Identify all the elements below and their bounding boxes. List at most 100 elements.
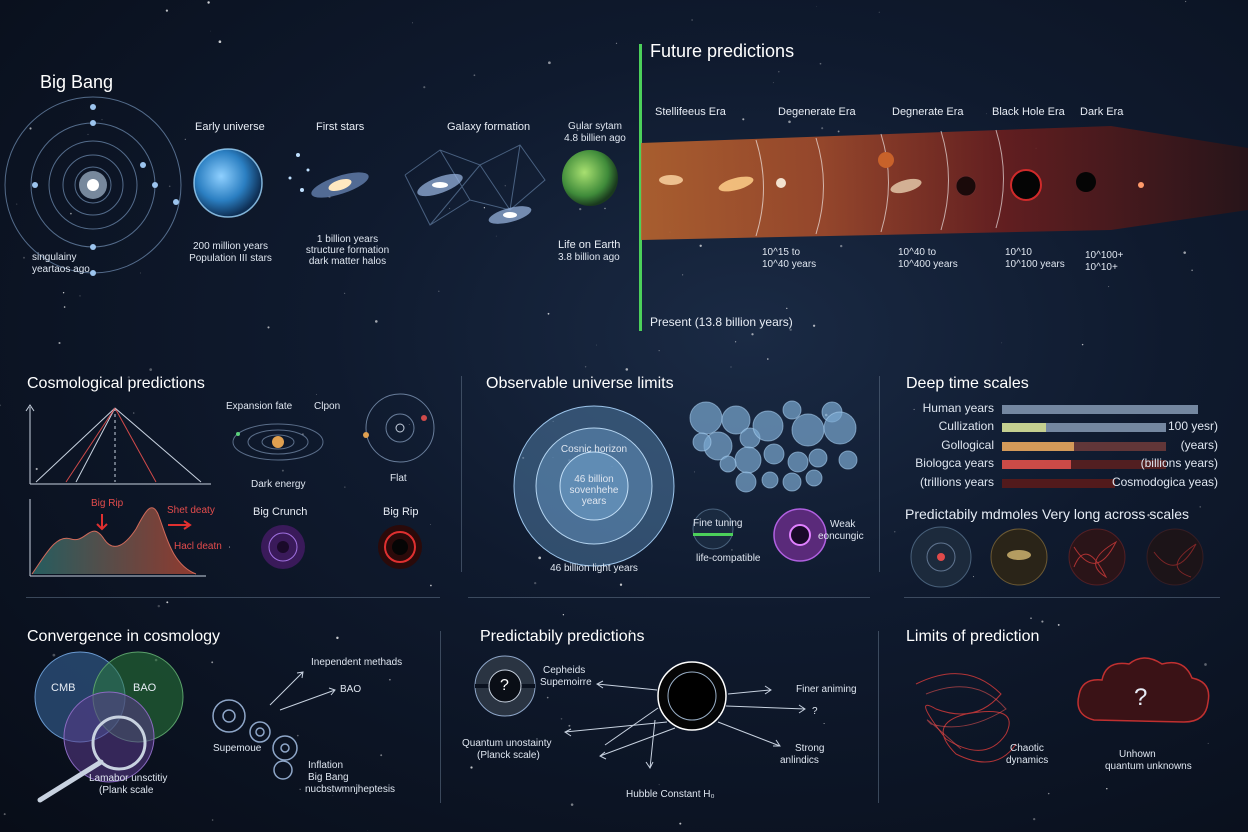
big-crunch-label: Big Crunch	[253, 506, 308, 518]
life-compatible-label: life-compatible	[696, 553, 761, 564]
star-dot	[693, 471, 695, 473]
first-stars-label: First stars	[316, 121, 365, 133]
star-dot	[611, 466, 613, 468]
star-dot	[449, 207, 451, 210]
open-label: Clpon	[314, 401, 341, 412]
fine-tuning-label: Fine tuning	[693, 518, 743, 529]
star-dot	[430, 524, 431, 525]
pred-title: Predictabily predictions	[480, 628, 645, 645]
star-dot	[23, 256, 25, 259]
universe-bubble	[689, 401, 723, 435]
cepheids-line1: Cepheids	[543, 665, 586, 676]
limits-title: Limits of prediction	[906, 628, 1040, 645]
inner-line3: years	[581, 496, 607, 507]
deep-row-right-label: Cosmodogica yeas)	[1111, 475, 1218, 489]
star-dot	[408, 424, 410, 425]
diameter-label: 46 billion light years	[550, 563, 638, 574]
universe-bubble	[791, 413, 825, 447]
inflation-line1: Inflation	[308, 760, 344, 771]
star-dot	[473, 74, 476, 77]
solar-system-line2: 4.8 billien ago	[564, 133, 626, 144]
star-dot	[16, 203, 18, 205]
star-dot	[367, 830, 368, 832]
venn-cmb: CMB	[51, 682, 76, 694]
star-dot	[1106, 787, 1108, 790]
range2-line2: 10^400 years	[898, 259, 958, 270]
universe-bubble	[823, 411, 857, 445]
life-caption-line2: 3.8 billion ago	[558, 252, 620, 263]
star-dot	[699, 244, 702, 247]
star-dot	[168, 185, 171, 188]
orbit-system-icon	[232, 423, 324, 461]
star-dot	[1191, 269, 1193, 272]
divider-mid-1	[461, 376, 462, 572]
star-dot	[778, 71, 780, 73]
present-marker-line	[639, 44, 642, 331]
star-dot	[29, 127, 32, 130]
star-dot	[344, 486, 346, 488]
star-dot	[546, 696, 549, 699]
star-dot	[1081, 343, 1084, 346]
universe-bubble	[735, 471, 757, 493]
star-dot	[1033, 817, 1036, 821]
early-universe-label: Early universe	[195, 121, 265, 133]
universe-bubble	[782, 472, 802, 492]
deep-row-label: Gollogical	[941, 438, 994, 452]
star-dot	[570, 803, 574, 806]
deep-row-bar-fill	[1002, 405, 1198, 414]
star-dot	[562, 614, 565, 616]
star-dot	[742, 118, 745, 121]
star-dot	[894, 531, 896, 533]
inflation-line2: Big Bang	[308, 772, 349, 783]
star-dot	[1108, 286, 1110, 288]
singularity-line2: yeartaos ago	[32, 264, 90, 275]
deep-row-bar-fill	[1002, 479, 1115, 488]
star-dot	[522, 456, 525, 459]
expansion-cone-chart	[25, 404, 211, 485]
earth-icon	[562, 150, 618, 206]
lens-caption-2: (Plank scale	[99, 785, 154, 796]
pred-question: ?	[500, 677, 509, 694]
star-dot	[3, 813, 6, 816]
deep-subtitle: Predictabily mdmoles Very long across sc…	[905, 506, 1190, 522]
deep-row-bar-fill	[1002, 423, 1047, 432]
deep-row-label: Human years	[922, 401, 994, 415]
inner-line2: sovenhehe	[569, 485, 619, 496]
independent-methods-label: Inependent methads	[311, 657, 403, 668]
predictability-spheres	[910, 526, 1204, 588]
star-dot	[299, 788, 301, 790]
weak-line1: Weak	[830, 519, 856, 530]
quantum-line1: Quantum unostainty	[462, 738, 552, 749]
star-dot	[389, 678, 391, 681]
star-dot	[0, 404, 1, 407]
range3-line2: 10^100 years	[1005, 259, 1065, 270]
star-dot	[504, 184, 507, 187]
star-dot	[579, 207, 582, 211]
deep-row-bar	[1002, 460, 1166, 469]
future-title: Future predictions	[650, 41, 795, 61]
star-dot	[1204, 663, 1207, 666]
star-dot	[734, 341, 737, 343]
star-dot	[904, 265, 906, 267]
divider-h-2	[468, 597, 870, 598]
star-dot	[211, 661, 214, 664]
universe-bubble	[719, 455, 737, 473]
supernovae-label: Supemoue	[213, 743, 262, 754]
star-dot	[730, 366, 732, 368]
star-dot	[149, 368, 153, 371]
star-dot	[332, 795, 334, 797]
star-dot	[166, 601, 169, 604]
inflation-line3: nucbstwmnjheptesis	[305, 784, 396, 795]
range4-line1: 10^100+	[1085, 250, 1124, 261]
deep-row-right-label: 100 yesr)	[1167, 419, 1218, 433]
range4-line2: 10^10+	[1085, 262, 1118, 273]
star-dot	[1207, 742, 1209, 744]
bao-label: BAO	[340, 684, 362, 695]
star-dot	[165, 9, 169, 12]
star-dot	[470, 766, 473, 769]
star-dot	[629, 630, 632, 633]
deep-row-label: Cullization	[938, 419, 994, 433]
star-dot	[1015, 510, 1018, 512]
star-dot	[584, 366, 587, 368]
universe-bubble	[763, 443, 785, 465]
